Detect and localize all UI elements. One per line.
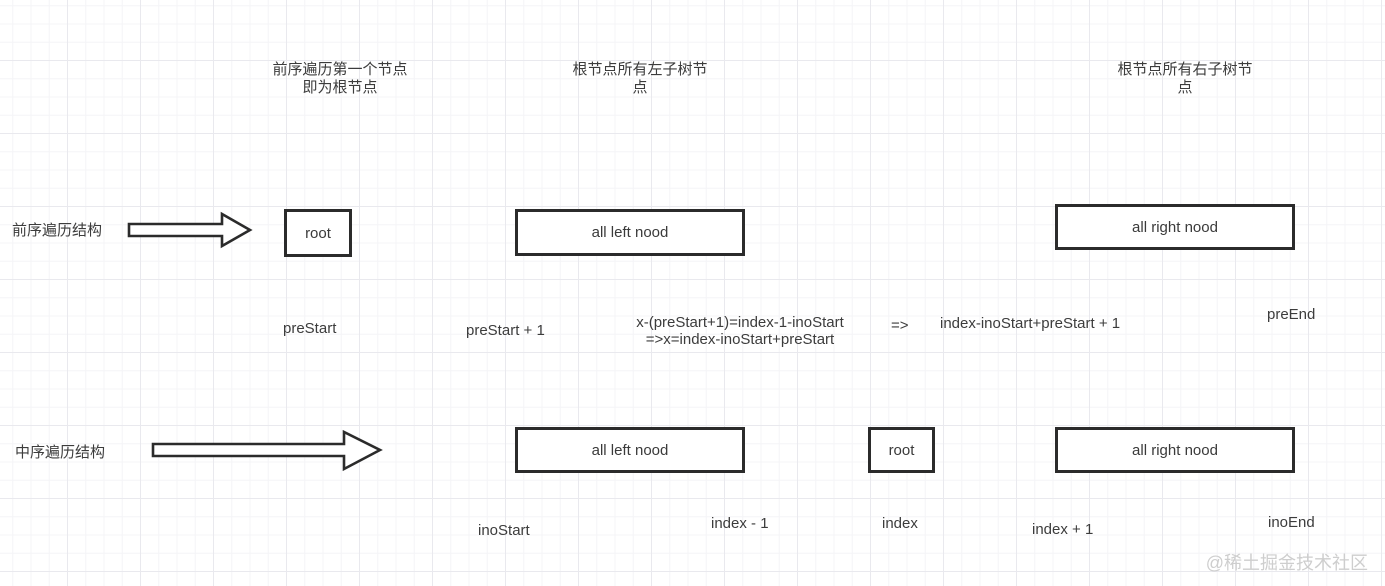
marker-implies-arrow: => <box>891 317 909 334</box>
marker-pre-start-plus-1: preStart + 1 <box>466 322 545 339</box>
preorder-root-box: root <box>284 209 352 257</box>
preorder-row-label: 前序遍历结构 <box>12 222 103 239</box>
inorder-left-subtree-label: all left nood <box>591 441 669 459</box>
inorder-right-subtree-label: all right nood <box>1132 441 1218 459</box>
inorder-root-box: root <box>868 427 935 473</box>
marker-pre-start: preStart <box>283 320 337 337</box>
note-left-subtree-nodes: 根节点所有左子树节 点 <box>572 61 708 96</box>
arrow-right-icon <box>126 210 256 250</box>
note-preorder-first-node: 前序遍历第一个节点 即为根节点 <box>272 61 408 96</box>
marker-index-plus-1: index + 1 <box>1032 521 1094 538</box>
note-right-subtree-nodes: 根节点所有右子树节 点 <box>1117 61 1253 96</box>
inorder-row-label: 中序遍历结构 <box>15 444 106 461</box>
marker-right-subtree-start: index-inoStart+preStart + 1 <box>940 315 1121 332</box>
inorder-left-subtree-box: all left nood <box>515 427 745 473</box>
juejin-watermark: @稀土掘金技术社区 <box>1205 553 1368 573</box>
marker-left-subtree-equation: x-(preStart+1)=index-1-inoStart =>x=inde… <box>636 314 844 348</box>
marker-ino-start: inoStart <box>478 522 530 539</box>
preorder-left-subtree-box: all left nood <box>515 209 745 256</box>
arrow-right-long-icon <box>150 428 384 474</box>
inorder-right-subtree-box: all right nood <box>1055 427 1295 473</box>
marker-index: index <box>882 515 918 532</box>
preorder-root-label: root <box>305 224 331 242</box>
preorder-left-subtree-label: all left nood <box>591 224 669 241</box>
preorder-right-subtree-label: all right nood <box>1132 218 1218 236</box>
inorder-root-label: root <box>888 441 915 459</box>
preorder-right-subtree-box: all right nood <box>1055 204 1295 250</box>
marker-pre-end: preEnd <box>1267 306 1316 323</box>
marker-ino-end: inoEnd <box>1268 514 1315 531</box>
marker-index-minus-1: index - 1 <box>711 515 769 532</box>
